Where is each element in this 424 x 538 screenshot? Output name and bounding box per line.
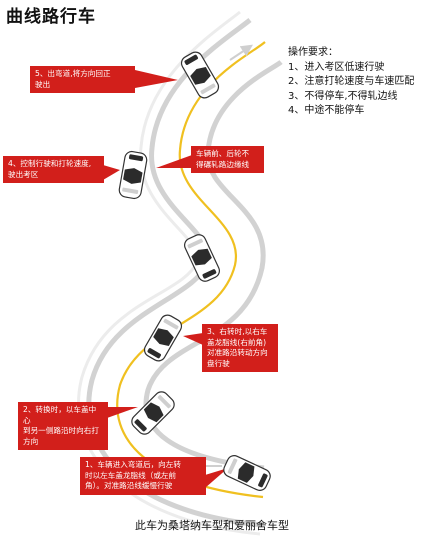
requirements-panel: 操作要求： 1、进入考区低速行驶 2、注意打轮速度与车速匹配 3、不得停车,不得… — [288, 46, 414, 119]
note-step-2: 2、转换时，以车盖中心 到另一侧路沿时向右打 方向 — [18, 402, 108, 450]
car-icon — [223, 455, 271, 491]
caption: 此车为桑塔纳车型和爱丽舍车型 — [135, 519, 289, 532]
note-step-4: 4、控制行驶和打轮速度, 驶出考区 — [3, 156, 104, 183]
car-icon — [180, 51, 220, 99]
requirements-heading: 操作要求： — [288, 47, 338, 58]
road-centerline — [116, 41, 266, 499]
requirement-item: 3、不得停车,不得轧边线 — [288, 90, 398, 102]
car-icon — [118, 150, 148, 200]
note-step-1: 1、车辆进入弯道后，向左转 时以左车盖龙脂线（或左前 角）。对准路沿线缓慢行驶 — [80, 457, 206, 495]
car-icon — [131, 391, 175, 435]
requirement-item: 1、进入考区低速行驶 — [288, 61, 385, 73]
car-icon — [143, 314, 183, 362]
note-step-5: 5、出弯道,将方向回正 驶出 — [30, 66, 135, 93]
requirement-item: 2、注意打轮速度与车速匹配 — [288, 76, 415, 87]
exit-arrow — [229, 44, 253, 61]
car-icon — [184, 234, 220, 282]
note-step-3: 3、右转时,以右车 盖龙脂线(右前角) 对准路沿转动方向 盘行驶 — [202, 324, 278, 372]
requirement-item: 4、中途不能停车 — [288, 105, 365, 116]
page-title: 曲线路行车 — [6, 7, 96, 27]
note-wheel-warning: 车辆前、后轮不 得碾轧路边缘线 — [191, 146, 264, 173]
callout-pointers — [103, 70, 228, 488]
